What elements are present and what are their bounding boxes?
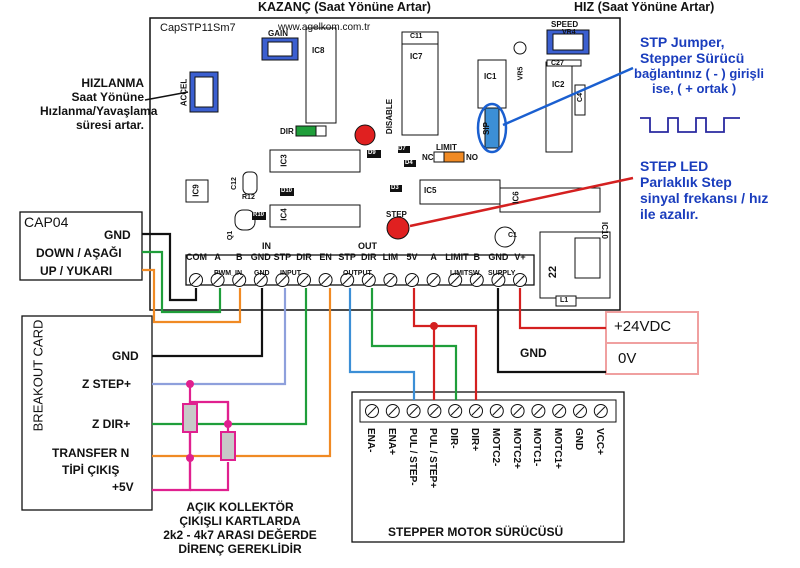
terminal-label: STP [273, 252, 292, 262]
hiz-label: HIZ (Saat Yönüne Artar) [574, 0, 715, 14]
acik-kollektor-note: AÇIK KOLLEKTÖR ÇIKIŞLI KARTLARDA 2k2 - 4… [163, 500, 317, 556]
driver-terminal-label: PUL / STEP+ [427, 428, 439, 489]
breakout-title: BREAKOUT CARD [30, 319, 46, 432]
ic1-chip [477, 59, 507, 109]
disable-label: DISABLE [385, 98, 395, 135]
c1-capacitor [494, 226, 516, 248]
driver-terminal-label: VCC+ [593, 428, 605, 455]
driver-terminal-label: ENA+ [385, 428, 397, 455]
terminal-label: 5V [406, 252, 418, 262]
terminal-label: B [235, 252, 243, 262]
driver-terminal-label: MOTC2+ [510, 428, 522, 469]
driver-terminal-label: GND [573, 428, 584, 451]
terminal-label: LIM [382, 252, 399, 262]
driver-title: STEPPER MOTOR SÜRÜCÜSÜ [388, 525, 564, 539]
terminal-label: B [473, 252, 481, 262]
terminal-label: EN [319, 252, 332, 262]
ic6-chip [499, 187, 601, 213]
driver-terminal-label: PUL / STEP- [406, 428, 418, 486]
terminal-label: COM [186, 252, 207, 262]
terminal-label: LIMIT [445, 252, 469, 262]
terminal-label: DIR [361, 252, 377, 262]
ic3-chip [269, 149, 361, 173]
stp-pulse-waveform [640, 117, 740, 133]
driver-terminal-label: DIR+ [469, 428, 480, 452]
power-gnd-label: GND [520, 346, 547, 360]
ic5-chip [419, 179, 501, 205]
sip-jumper [484, 107, 500, 149]
accel-label: ACCEL [179, 78, 189, 107]
driver-terminal-label: MOTC2- [489, 428, 501, 467]
cap04-box [19, 211, 143, 281]
cap04-title: CAP04 [24, 214, 69, 230]
stp-jumper-annotation: STP Jumper, Stepper Sürücü bağlantınız (… [634, 34, 764, 96]
step-led-label: STEP [386, 210, 407, 219]
step-led [386, 216, 410, 240]
v24-label: +24VDC [614, 318, 672, 335]
terminal-label: A [430, 252, 437, 262]
hizlanma-annotation: HIZLANMA Saat Yönüne Hızlanma/Yavaşlama … [40, 76, 158, 132]
terminal-label: GND [488, 252, 509, 262]
driver-terminal-label: ENA- [365, 428, 376, 453]
ic8-chip [305, 27, 337, 124]
step-led-annotation: STEP LED Parlaklık Step sinyal frekansı … [640, 158, 769, 222]
disable-led [354, 124, 376, 146]
board-model: CapSTP11Sm7 [160, 22, 236, 34]
ic4-chip [269, 204, 361, 228]
terminal-label: A [214, 252, 221, 262]
kazanc-label: KAZANÇ (Saat Yönüne Artar) [258, 0, 431, 14]
v0-label: 0V [618, 350, 637, 367]
terminal-label: DIR [296, 252, 312, 262]
ic9-chip [185, 179, 209, 203]
breakout-card-box [21, 315, 153, 511]
board-website: www.agelkom.com.tr [278, 22, 371, 33]
dir-label: DIR [280, 127, 294, 136]
driver-terminal-label: MOTC1- [531, 428, 543, 467]
driver-terminal-label: DIR- [448, 428, 460, 449]
gain-label: GAIN [268, 29, 288, 38]
limit-label: LIMIT [436, 143, 457, 152]
terminal-label: GND [250, 252, 271, 262]
sip-label: SIP [481, 122, 491, 135]
ic2-chip [545, 61, 573, 153]
terminal-label: STP [338, 252, 356, 262]
terminal-label: V+ [514, 252, 526, 262]
speed-label: SPEED [551, 20, 579, 29]
ic7-chip [401, 39, 439, 136]
driver-terminal-label: MOTC1+ [552, 428, 564, 469]
